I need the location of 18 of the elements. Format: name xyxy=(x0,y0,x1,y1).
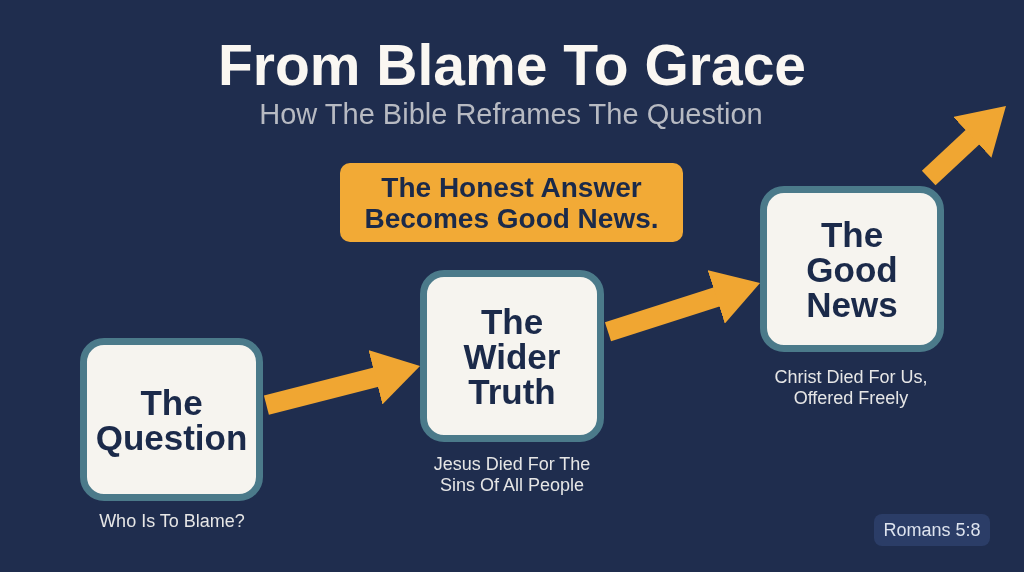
step-title: The Wider Truth xyxy=(462,303,562,409)
subtitle: How The Bible Reframes The Question xyxy=(259,97,763,131)
arrow xyxy=(921,106,1006,186)
arrow xyxy=(263,350,421,415)
verse-tag xyxy=(874,514,990,546)
step-card xyxy=(760,186,944,352)
verse-reference: Romans 5:8 xyxy=(883,519,981,541)
title: From Blame To Grace xyxy=(217,32,807,99)
step-caption: Who Is To Blame? xyxy=(99,511,245,532)
step-card xyxy=(420,270,604,442)
step-caption: Christ Died For Us, Offered Freely xyxy=(773,367,929,409)
arrow xyxy=(604,270,761,342)
callout-banner xyxy=(340,163,683,242)
step-card xyxy=(80,338,263,501)
step-title: The Good News xyxy=(805,216,899,322)
step-caption: Jesus Died For The Sins Of All People xyxy=(432,454,592,496)
step-title: The Question xyxy=(94,384,249,455)
callout-text: The Honest Answer Becomes Good News. xyxy=(363,171,660,234)
